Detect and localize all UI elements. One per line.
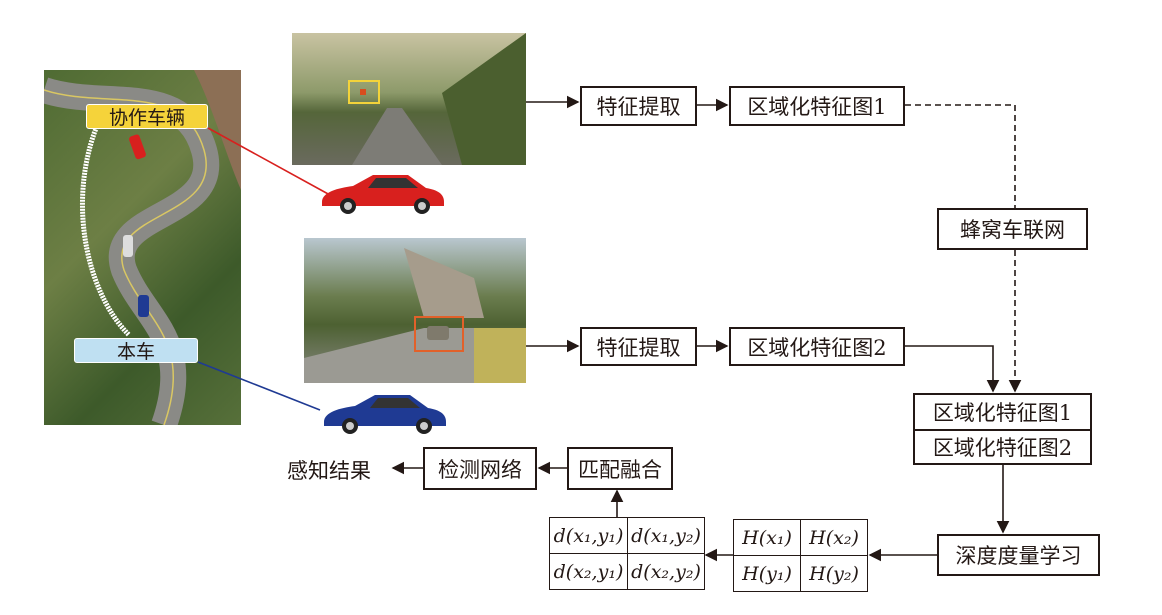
regional-feature-map-2-box: 区域化特征图2	[729, 327, 905, 366]
h-cell: H(y₂)	[800, 555, 868, 592]
aerial-road-image	[44, 70, 241, 425]
h-cell: H(y₁)	[733, 555, 801, 592]
stacked-feature-map-2: 区域化特征图2	[913, 429, 1092, 465]
stacked-feature-map-1: 区域化特征图1	[913, 393, 1092, 431]
cellular-v2x-box: 蜂窝车联网	[937, 208, 1088, 250]
ego-camera-image	[304, 238, 526, 383]
cooperative-vehicle-label: 协作车辆	[86, 104, 208, 129]
feature-extraction-box-2: 特征提取	[580, 327, 697, 366]
blue-car-icon	[324, 395, 446, 434]
red-car-icon	[322, 175, 444, 214]
distance-cell: d(x₁,y₂)	[627, 517, 705, 554]
distance-cell: d(x₂,y₁)	[549, 553, 628, 590]
h-cell: H(x₂)	[800, 519, 868, 556]
distance-cell: d(x₂,y₂)	[627, 553, 705, 590]
regional-feature-map-1-box: 区域化特征图1	[729, 86, 905, 126]
match-fusion-box: 匹配融合	[567, 447, 673, 490]
perception-result-label: 感知结果	[287, 459, 371, 483]
deep-metric-learning-box: 深度度量学习	[937, 534, 1100, 576]
distance-cell: d(x₁,y₁)	[549, 517, 628, 554]
feature-extraction-box-1: 特征提取	[580, 86, 697, 126]
h-cell: H(x₁)	[733, 519, 801, 556]
cooperative-camera-image	[292, 33, 526, 165]
detection-network-box: 检测网络	[423, 447, 537, 490]
ego-vehicle-label: 本车	[74, 338, 198, 363]
